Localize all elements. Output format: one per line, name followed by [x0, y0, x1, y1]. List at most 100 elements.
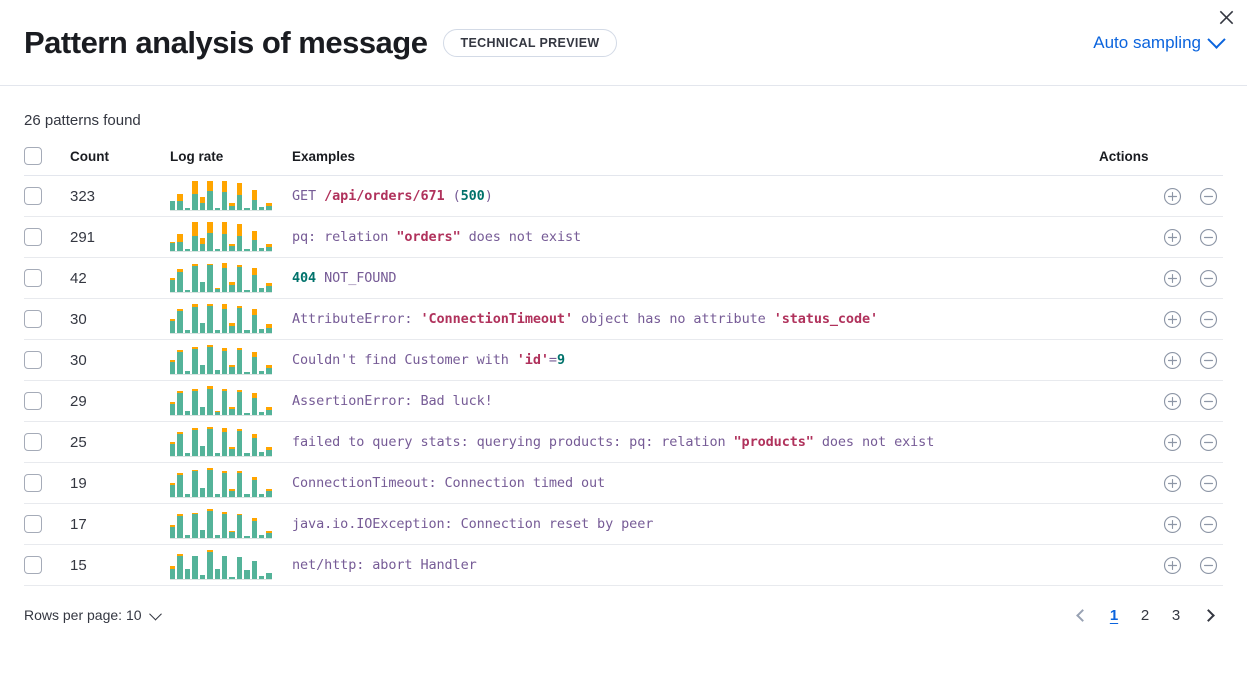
sparkline-bar-bottom	[177, 393, 183, 415]
filter-out-value-button[interactable]	[1193, 468, 1223, 498]
sparkline-bar-bottom	[259, 534, 265, 538]
filter-out-value-button[interactable]	[1193, 427, 1223, 457]
row-select-cell	[24, 462, 70, 504]
count-header[interactable]: Count	[70, 147, 170, 176]
sparkline-bar	[177, 181, 183, 210]
sparkline-bar	[214, 386, 220, 415]
sparkline-bar-top	[170, 242, 176, 243]
sparkline-bar-bottom	[244, 412, 250, 415]
row-checkbox[interactable]	[24, 391, 42, 410]
row-checkbox[interactable]	[24, 514, 42, 533]
patterns-found-label: 26 patterns found	[24, 112, 141, 129]
sparkline-bar-top	[266, 364, 272, 369]
filter-for-value-button[interactable]	[1157, 427, 1187, 457]
filter-for-value-button[interactable]	[1157, 509, 1187, 539]
sparkline-bar-bottom	[251, 437, 258, 456]
table-header-row: Count Log rate Examples Actions	[24, 147, 1223, 176]
sparkline-bar-top	[207, 509, 213, 512]
filter-out-value-button[interactable]	[1193, 304, 1223, 334]
sparkline-bar-bottom	[199, 243, 206, 251]
sparkline-bar-top	[192, 469, 198, 472]
sparkline-bar-bottom	[221, 555, 228, 579]
sparkline-bar-top	[221, 389, 228, 391]
sparkline-bar-top	[207, 386, 213, 389]
sparkline-bar-bottom	[170, 279, 176, 292]
sparkline-bar	[236, 550, 243, 579]
filter-out-value-button[interactable]	[1193, 509, 1223, 539]
sparkline-bar	[221, 550, 228, 579]
sparkline-bar-bottom	[251, 199, 258, 210]
previous-page-button[interactable]	[1067, 600, 1097, 630]
row-checkbox[interactable]	[24, 186, 42, 205]
sparkline-bar	[170, 468, 176, 497]
filter-out-value-button[interactable]	[1193, 181, 1223, 211]
sparkline-bar-top	[170, 277, 176, 280]
filter-for-value-button[interactable]	[1157, 304, 1187, 334]
select-all-checkbox[interactable]	[24, 147, 42, 165]
filter-for-value-button[interactable]	[1157, 468, 1187, 498]
row-checkbox[interactable]	[24, 227, 42, 246]
sparkline-bar-top	[236, 471, 243, 474]
sparkline-bar-bottom	[229, 490, 235, 497]
sparkline-bar	[177, 263, 183, 292]
row-checkbox[interactable]	[24, 309, 42, 328]
sparkline-bar-top	[192, 427, 198, 431]
sparkline-bar-bottom	[266, 368, 272, 374]
filter-for-value-button[interactable]	[1157, 386, 1187, 416]
close-button[interactable]	[1211, 2, 1241, 32]
sparkline-bar	[259, 222, 265, 251]
sparkline-bar-top	[251, 393, 258, 398]
auto-sampling-button[interactable]: Auto sampling	[1093, 30, 1226, 53]
row-checkbox[interactable]	[24, 432, 42, 451]
sparkline-bar	[229, 386, 235, 415]
row-checkbox[interactable]	[24, 350, 42, 369]
log-rate-cell	[170, 462, 292, 504]
next-page-button[interactable]	[1193, 600, 1223, 630]
filter-out-value-button[interactable]	[1193, 345, 1223, 375]
sparkline-bar-bottom	[259, 411, 265, 415]
sparkline-bar-top	[251, 433, 258, 438]
row-checkbox[interactable]	[24, 555, 42, 574]
sparkline-bar	[170, 222, 176, 251]
actions-cell	[1099, 339, 1223, 381]
sparkline-bar	[177, 386, 183, 415]
minus-circle-icon	[1199, 474, 1217, 492]
plus-circle-icon	[1163, 556, 1181, 574]
filter-out-value-button[interactable]	[1193, 550, 1223, 580]
log-rate-cell	[170, 503, 292, 545]
sparkline-bar-bottom	[244, 453, 250, 456]
sparkline-bar	[266, 345, 272, 374]
page-number-1[interactable]: 1	[1100, 600, 1128, 630]
sparkline-bar-bottom	[244, 494, 250, 497]
minus-circle-icon	[1199, 310, 1217, 328]
filter-for-value-button[interactable]	[1157, 263, 1187, 293]
filter-out-value-button[interactable]	[1193, 386, 1223, 416]
sparkline-bar	[184, 181, 191, 210]
filter-for-value-button[interactable]	[1157, 222, 1187, 252]
log-rate-sparkline	[170, 509, 272, 539]
filter-for-value-button[interactable]	[1157, 550, 1187, 580]
page-number-3[interactable]: 3	[1162, 600, 1190, 630]
sparkline-bar-bottom	[251, 397, 258, 415]
sparkline-bar-bottom	[214, 207, 220, 210]
example-token-base: failed to query stats: querying products…	[292, 434, 734, 450]
filter-out-value-button[interactable]	[1193, 222, 1223, 252]
log-rate-header[interactable]: Log rate	[170, 147, 292, 176]
sparkline-bar-bottom	[207, 190, 213, 210]
row-checkbox[interactable]	[24, 473, 42, 492]
rows-per-page-button[interactable]: Rows per page: 10	[10, 601, 174, 629]
sparkline-bar-bottom	[236, 473, 243, 497]
filter-for-value-button[interactable]	[1157, 181, 1187, 211]
row-checkbox[interactable]	[24, 268, 42, 287]
page-number-2[interactable]: 2	[1131, 600, 1159, 630]
filter-out-value-button[interactable]	[1193, 263, 1223, 293]
sparkline-bar	[251, 386, 258, 415]
sparkline-bar	[192, 468, 198, 497]
sparkline-bar-top	[221, 428, 228, 432]
sparkline-bar	[199, 304, 206, 333]
actions-cell	[1099, 257, 1223, 299]
filter-for-value-button[interactable]	[1157, 345, 1187, 375]
examples-header[interactable]: Examples	[292, 147, 1099, 176]
